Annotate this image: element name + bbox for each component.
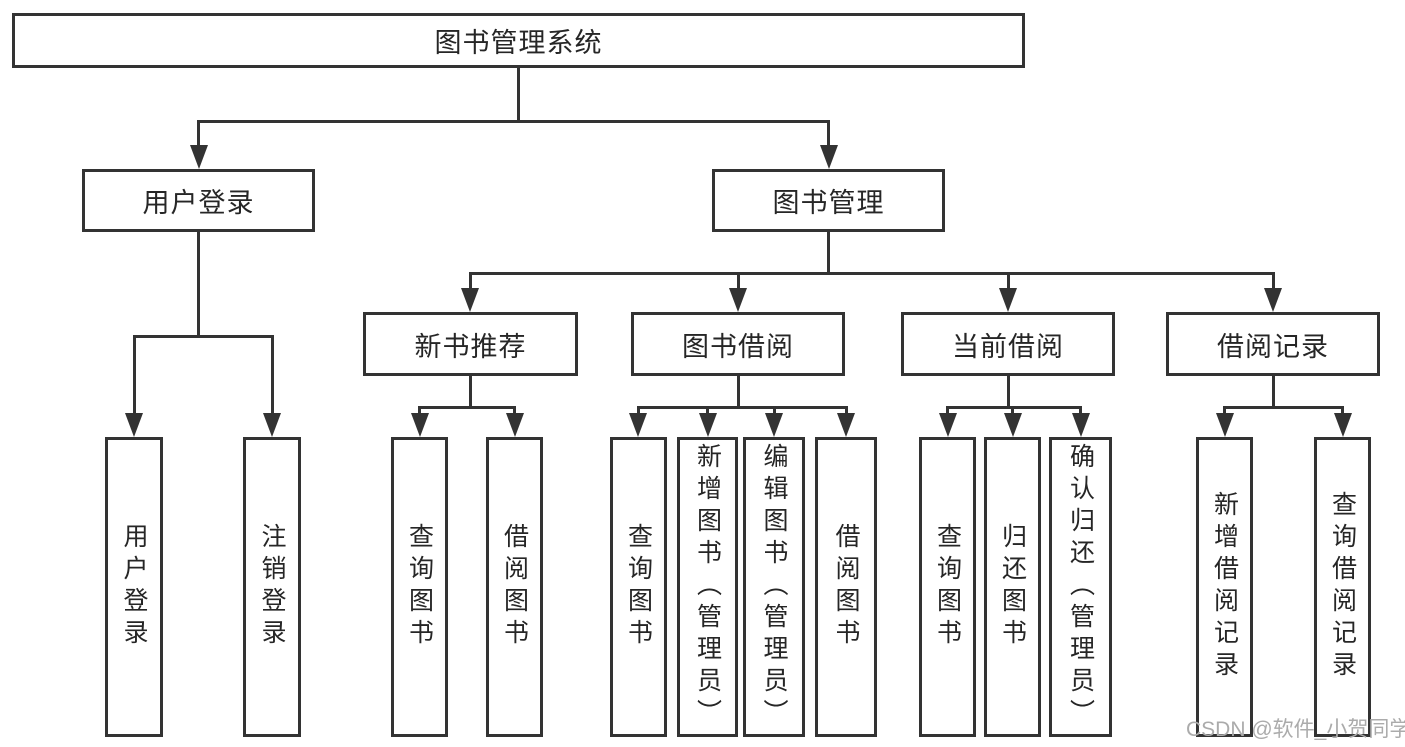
- connector-drop: [1272, 272, 1275, 288]
- connector-stem: [469, 376, 472, 406]
- connector-hline: [469, 272, 1274, 275]
- arrowhead-down-icon: [125, 413, 143, 437]
- connector-stem: [1272, 376, 1275, 406]
- watermark: CSDN @软件_小贺同学: [1186, 718, 1405, 741]
- connector-drop: [946, 406, 949, 414]
- connector-stem: [1007, 376, 1010, 406]
- arrowhead-down-icon: [1072, 413, 1090, 437]
- arrowhead-down-icon: [506, 413, 524, 437]
- connector-drop: [197, 120, 200, 148]
- node-borrowing-records: 借阅记录: [1166, 312, 1380, 376]
- connector-stem: [737, 376, 740, 406]
- arrowhead-down-icon: [765, 413, 783, 437]
- connector-drop: [706, 406, 709, 414]
- connector-drop: [1223, 406, 1226, 414]
- leaf-confirm-return-admin: 确认归还（管理员）: [1049, 437, 1112, 737]
- leaf-add-borrow-record: 新增借阅记录: [1196, 437, 1253, 737]
- leaf-query-books-current: 查询图书: [919, 437, 976, 737]
- connector-drop: [827, 120, 830, 148]
- connector-stem: [197, 232, 200, 335]
- arrowhead-down-icon: [729, 288, 747, 312]
- arrowhead-down-icon: [939, 413, 957, 437]
- connector-drop: [737, 272, 740, 288]
- arrowhead-down-icon: [1004, 413, 1022, 437]
- node-library-system: 图书管理系统: [12, 13, 1025, 68]
- arrowhead-down-icon: [837, 413, 855, 437]
- connector-hline: [418, 406, 516, 409]
- leaf-logout: 注销登录: [243, 437, 301, 737]
- connector-drop: [418, 406, 421, 414]
- connector-drop: [845, 406, 848, 414]
- arrowhead-down-icon: [1216, 413, 1234, 437]
- arrowhead-down-icon: [1334, 413, 1352, 437]
- leaf-query-books-borrowing: 查询图书: [610, 437, 667, 737]
- connector-root-hline: [197, 120, 830, 123]
- connector-drop: [513, 406, 516, 414]
- connector-drop: [1011, 406, 1014, 414]
- arrowhead-down-icon: [190, 145, 208, 169]
- arrowhead-down-icon: [411, 413, 429, 437]
- arrowhead-down-icon: [999, 288, 1017, 312]
- arrowhead-down-icon: [1264, 288, 1282, 312]
- leaf-query-books-recommend: 查询图书: [391, 437, 448, 737]
- connector-hline: [1223, 406, 1344, 409]
- connector-drop: [773, 406, 776, 414]
- connector-drop: [469, 272, 472, 288]
- connector-drop: [1007, 272, 1010, 288]
- node-new-book-recommend: 新书推荐: [363, 312, 578, 376]
- leaf-query-borrow-record: 查询借阅记录: [1314, 437, 1371, 737]
- arrowhead-down-icon: [699, 413, 717, 437]
- connector-hline: [133, 335, 274, 338]
- connector-hline: [946, 406, 1082, 409]
- node-book-borrowing: 图书借阅: [631, 312, 845, 376]
- leaf-return-books: 归还图书: [984, 437, 1041, 737]
- arrowhead-down-icon: [461, 288, 479, 312]
- connector-hline: [637, 406, 848, 409]
- leaf-borrow-books-recommend: 借阅图书: [486, 437, 543, 737]
- arrowhead-down-icon: [820, 145, 838, 169]
- node-book-management: 图书管理: [712, 169, 945, 232]
- connector-stem: [827, 232, 830, 272]
- connector-drop: [133, 335, 136, 414]
- connector-drop: [1079, 406, 1082, 414]
- leaf-add-book-admin: 新增图书（管理员）: [677, 437, 738, 737]
- connector-drop: [1341, 406, 1344, 414]
- arrowhead-down-icon: [263, 413, 281, 437]
- leaf-borrow-books-borrowing: 借阅图书: [815, 437, 877, 737]
- connector-root-stem: [517, 68, 520, 120]
- leaf-user-login: 用户登录: [105, 437, 163, 737]
- arrowhead-down-icon: [629, 413, 647, 437]
- node-user-login: 用户登录: [82, 169, 315, 232]
- connector-drop: [271, 335, 274, 414]
- connector-drop: [637, 406, 640, 414]
- node-current-borrowing: 当前借阅: [901, 312, 1115, 376]
- leaf-edit-book-admin: 编辑图书（管理员）: [743, 437, 805, 737]
